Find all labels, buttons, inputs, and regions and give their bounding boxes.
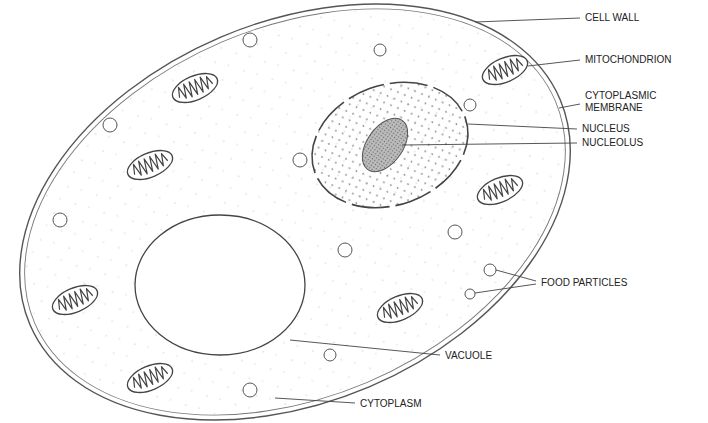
nucleus-shape bbox=[294, 61, 485, 228]
vacuole-shape bbox=[135, 215, 305, 355]
label-slot: FOOD PARTICLES bbox=[540, 277, 628, 289]
part-label: VACUOLE bbox=[444, 350, 493, 362]
label-slot: CYTOPLASM bbox=[359, 398, 423, 410]
part-label: FOOD PARTICLES bbox=[540, 277, 628, 289]
label-slot: NUCLEOLUS bbox=[581, 137, 644, 149]
leader-lines bbox=[275, 18, 580, 403]
part-label: CYTOPLASM bbox=[359, 398, 423, 410]
part-label: CELL WALL bbox=[584, 12, 640, 24]
label-slot: CELL WALL bbox=[584, 12, 640, 24]
label-slot: VACUOLE bbox=[444, 350, 493, 362]
food-particles bbox=[53, 33, 496, 397]
label-slot: NUCLEUS bbox=[581, 123, 631, 135]
part-label: NUCLEUS bbox=[581, 123, 631, 135]
label-slot: MITOCHONDRION bbox=[584, 54, 672, 66]
part-label: CYTOPLASMIC MEMBRANE bbox=[584, 90, 668, 114]
part-label: MITOCHONDRION bbox=[584, 54, 672, 66]
cell-body bbox=[0, 0, 634, 423]
label-slot: CYTOPLASMIC MEMBRANE bbox=[584, 90, 668, 114]
part-label: NUCLEOLUS bbox=[581, 137, 644, 149]
mitochondria bbox=[48, 50, 532, 399]
